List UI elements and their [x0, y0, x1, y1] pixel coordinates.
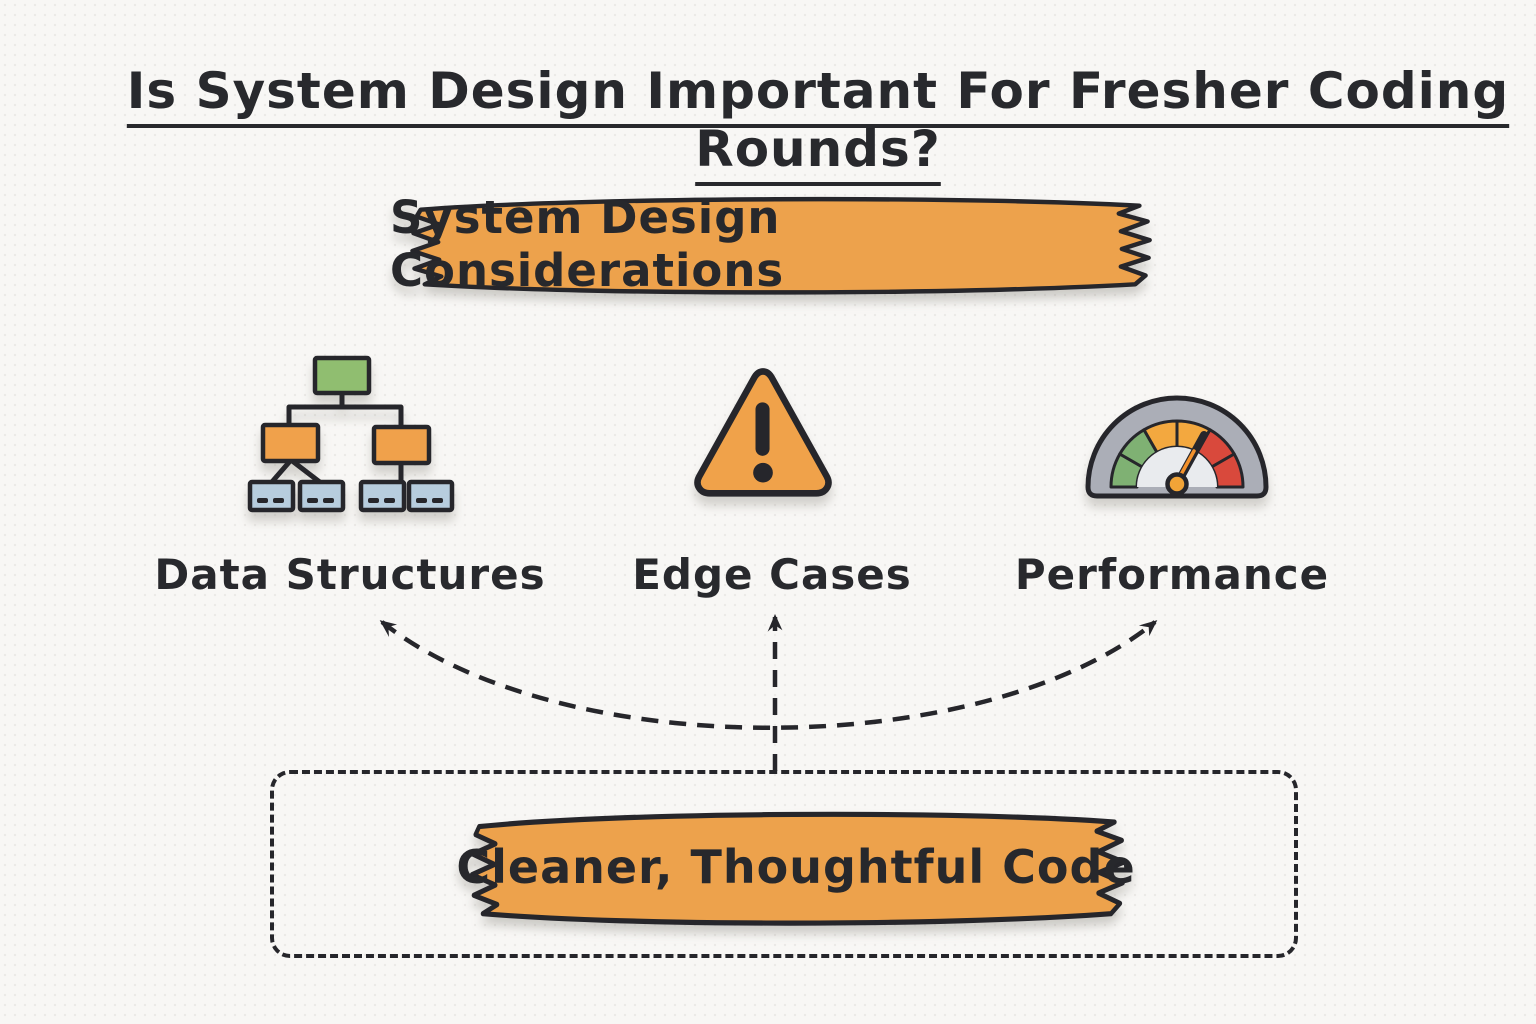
dashed-arrows: [379, 614, 1158, 771]
top-banner-label: System Design Considerations: [390, 191, 785, 297]
result-banner-label: Cleaner, Thoughtful Code: [456, 840, 1136, 894]
curved-arrow: [379, 620, 1158, 730]
page-title: Is System Design Important For Fresher C…: [126, 62, 1510, 178]
ribbon-shape-icon: [410, 196, 1152, 295]
label-data-structures: Data Structures: [154, 550, 546, 599]
result-dashed-box: [270, 770, 1298, 958]
label-performance: Performance: [1014, 550, 1330, 599]
gauge-icon: [1082, 388, 1272, 503]
label-edge-cases: Edge Cases: [632, 550, 912, 599]
ribbon-shape-icon: [469, 811, 1126, 926]
result-banner: Cleaner, Thoughtful Code: [452, 806, 1140, 932]
tree-diagram-icon: [245, 352, 460, 522]
top-banner: System Design Considerations: [390, 191, 1168, 300]
warning-triangle-icon: [688, 363, 838, 503]
